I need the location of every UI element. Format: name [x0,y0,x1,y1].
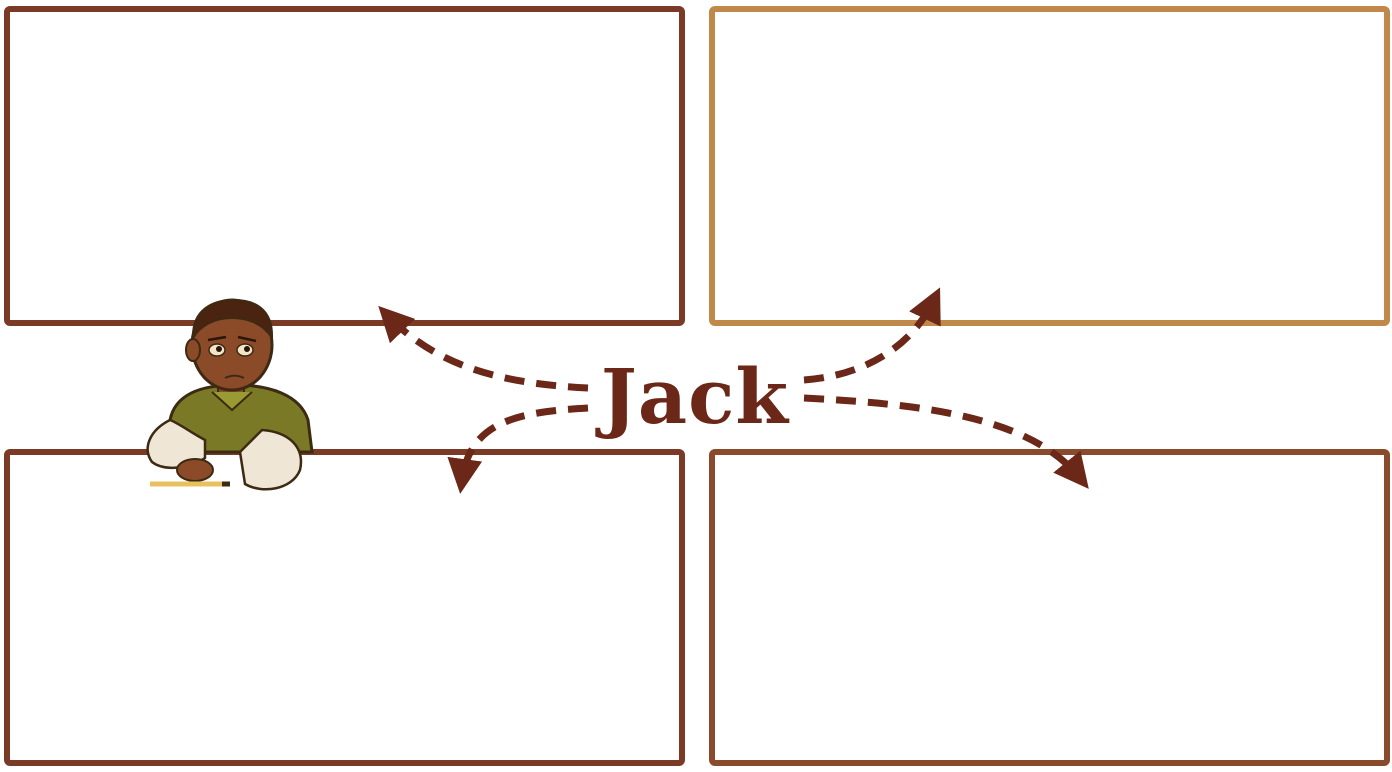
arrow-to-top-right [803,287,941,384]
box-bottom-left [4,449,685,766]
arrow-to-top-left [378,305,589,392]
center-label: Jack [600,352,790,441]
boy-illustration [146,298,314,491]
box-top-left [4,6,685,326]
arrow-to-bottom-right [803,394,1089,489]
arrow-to-bottom-left [447,404,589,494]
box-bottom-right [709,449,1390,766]
box-top-right [709,6,1390,326]
